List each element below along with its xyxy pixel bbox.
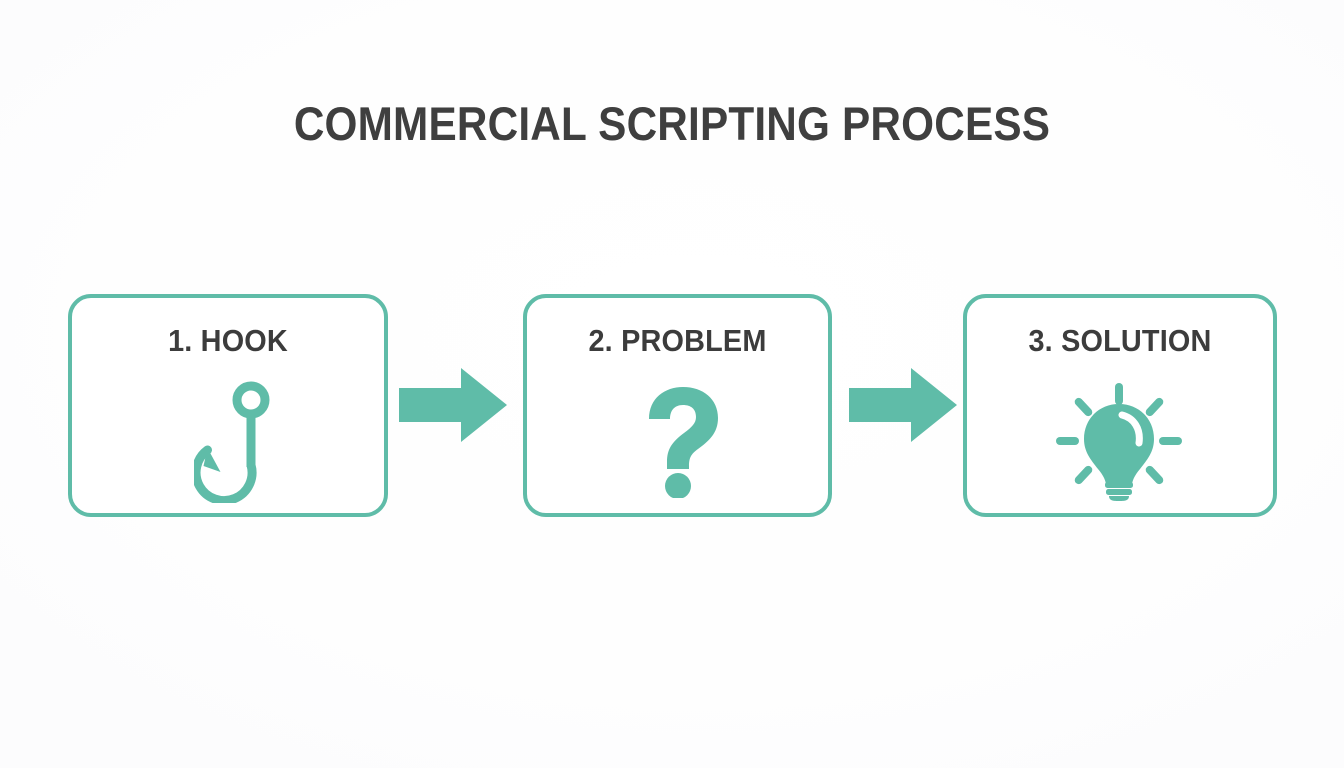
arrow-right-icon — [849, 368, 957, 442]
question-mark-icon — [649, 387, 718, 498]
page-title: COMMERCIAL SCRIPTING PROCESS — [293, 97, 1051, 150]
process-step-hook[interactable]: 1. HOOK — [68, 294, 388, 517]
process-step-solution[interactable]: 3. SOLUTION — [963, 294, 1277, 517]
arrow-right-icon — [399, 368, 507, 442]
step-icon-wrap-solution — [967, 378, 1273, 506]
step-label-problem: 2. PROBLEM — [588, 323, 767, 358]
fish-hook-icon — [194, 381, 270, 503]
step-label-hook: 1. HOOK — [168, 323, 288, 358]
connector-arrow-2 — [849, 368, 957, 442]
step-label-solution: 3. SOLUTION — [1028, 323, 1212, 358]
lightbulb-icon — [1056, 383, 1182, 501]
process-step-problem[interactable]: 2. PROBLEM — [523, 294, 832, 517]
step-icon-wrap-hook — [72, 378, 384, 506]
connector-arrow-1 — [399, 368, 507, 442]
step-icon-wrap-problem — [527, 378, 828, 506]
